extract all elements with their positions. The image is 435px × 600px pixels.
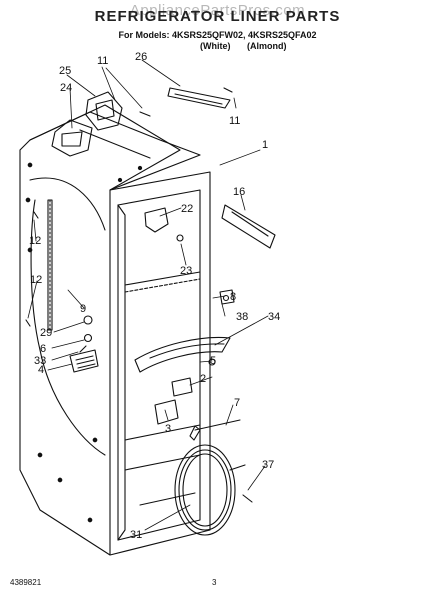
leader-lines: [27, 59, 269, 531]
page-number: 3: [212, 578, 217, 587]
liner-cabinet: [19, 104, 211, 556]
callout-22: 22: [181, 203, 193, 215]
bracket-22: [144, 207, 169, 233]
callout-31: 31: [130, 529, 142, 541]
grommet-6: [83, 333, 93, 343]
callout-33: 33: [34, 355, 46, 367]
housing-bracket-25: [85, 91, 123, 131]
callout-25: 25: [59, 65, 71, 77]
grommet-29: [83, 315, 93, 325]
nut-5: [208, 358, 216, 366]
callout-11-left: 11: [97, 55, 108, 67]
coil-tubing-31: [174, 444, 246, 536]
bracket-3: [154, 399, 179, 425]
variant-almond-label: (Almond): [247, 41, 287, 51]
callout-8: 8: [230, 291, 236, 303]
models-line: For Models: 4KSRS25QFW02, 4KSRS25QFA02: [118, 30, 317, 40]
callout-23: 23: [180, 265, 192, 277]
callout-11-right: 11: [229, 115, 240, 127]
callout-37: 37: [262, 459, 274, 471]
callout-1: 1: [262, 139, 268, 151]
screw-11-right: [223, 87, 233, 93]
screw-37: [242, 494, 253, 503]
housing-bracket-24: [51, 119, 93, 157]
callout-4: 4: [38, 364, 44, 376]
clip-8: [219, 289, 235, 305]
watermark-text: AppliancePartsPros.com: [129, 2, 306, 19]
callout-34: 34: [268, 311, 280, 323]
callout-29: 29: [40, 327, 52, 339]
callout-24: 24: [60, 82, 72, 94]
top-channel-26: [167, 87, 231, 109]
callout-38: 38: [236, 311, 248, 323]
callout-26: 26: [135, 51, 147, 63]
callout-9: 9: [80, 303, 86, 315]
vent-4: [69, 349, 99, 373]
screw-33: [79, 345, 87, 353]
callout-2: 2: [200, 373, 206, 385]
screw-11-left: [139, 111, 151, 117]
callout-12-upper: 12: [29, 235, 41, 247]
side-rail-16: [221, 204, 276, 249]
screw-23: [176, 234, 184, 242]
bracket-2: [171, 377, 193, 397]
callout-6: 6: [40, 343, 46, 355]
callout-12-lower: 12: [30, 274, 42, 286]
document-number: 4389821: [10, 578, 42, 587]
probe-7: [189, 419, 241, 441]
page-title: REFRIGERATOR LINER PARTS: [94, 8, 341, 25]
callout-labels: 1 2 3 4 5 6 7 8 9 11 11 12 12 16 22 23 2…: [29, 51, 280, 541]
callout-5: 5: [210, 355, 216, 367]
callout-16: 16: [233, 186, 245, 198]
variant-white-label: (White): [200, 41, 231, 51]
callout-7: 7: [234, 397, 240, 409]
screw-12-lower: [25, 319, 31, 327]
callout-3: 3: [165, 423, 171, 435]
screw-12-upper: [33, 211, 39, 219]
